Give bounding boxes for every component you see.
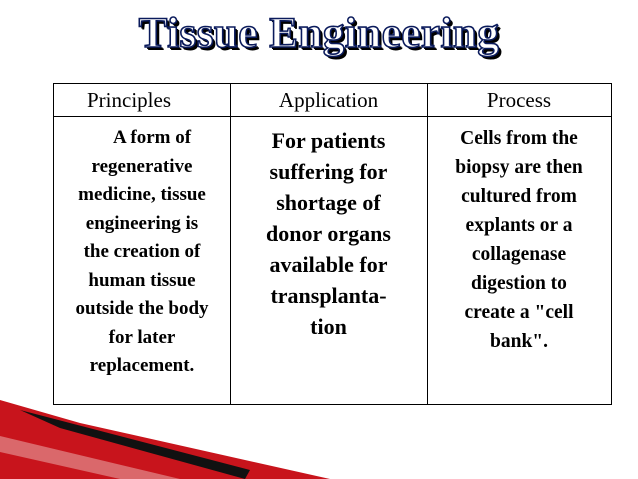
column-application <box>230 84 427 404</box>
text-line: For patients <box>271 128 386 153</box>
text-line: outside the body <box>75 298 209 319</box>
text-line: digestion to <box>471 273 567 294</box>
comparison-table: Principles Application Process A form of… <box>53 83 612 405</box>
cell-process: Cells from the biopsy are then cultured … <box>427 124 611 356</box>
text-line: explants or a <box>465 215 573 236</box>
text-line: suffering for <box>269 159 388 184</box>
text-line: donor organs <box>266 221 391 246</box>
text-line: A form of <box>112 127 192 148</box>
header-application: Application <box>278 88 379 112</box>
text-line: collagenase <box>471 244 567 265</box>
text-line: biopsy are then <box>455 157 583 178</box>
text-line: create a "cell <box>464 302 574 323</box>
text-line: engineering is <box>85 212 199 234</box>
cell-principles: A form of regenerative medicine, tissue … <box>54 124 230 381</box>
cell-application: For patients suffering for shortage of d… <box>230 125 427 342</box>
text-line: tion <box>310 314 347 339</box>
table-header-row: Principles Application Process <box>54 84 611 117</box>
swoosh-red <box>0 400 330 479</box>
text-line: shortage of <box>276 190 381 215</box>
header-process: Process <box>486 88 552 112</box>
text-line: regenerative <box>91 155 193 177</box>
column-process <box>427 84 611 404</box>
text-line: transplanta- <box>270 283 387 308</box>
swoosh-gray <box>0 436 180 479</box>
text-line: available for <box>269 252 388 277</box>
text-line: medicine, tissue <box>78 184 206 205</box>
text-line: human tissue <box>88 269 196 291</box>
text-line: the creation of <box>83 241 201 262</box>
text-line: bank". <box>490 331 548 352</box>
slide-title: Tissue Engineering <box>138 9 500 58</box>
text-line: cultured from <box>461 186 577 207</box>
text-line: Cells from the <box>460 128 578 149</box>
text-line: replacement. <box>89 355 195 376</box>
swoosh-black <box>20 410 250 479</box>
header-principles: Principles <box>87 88 171 112</box>
text-line: for later <box>108 326 176 348</box>
